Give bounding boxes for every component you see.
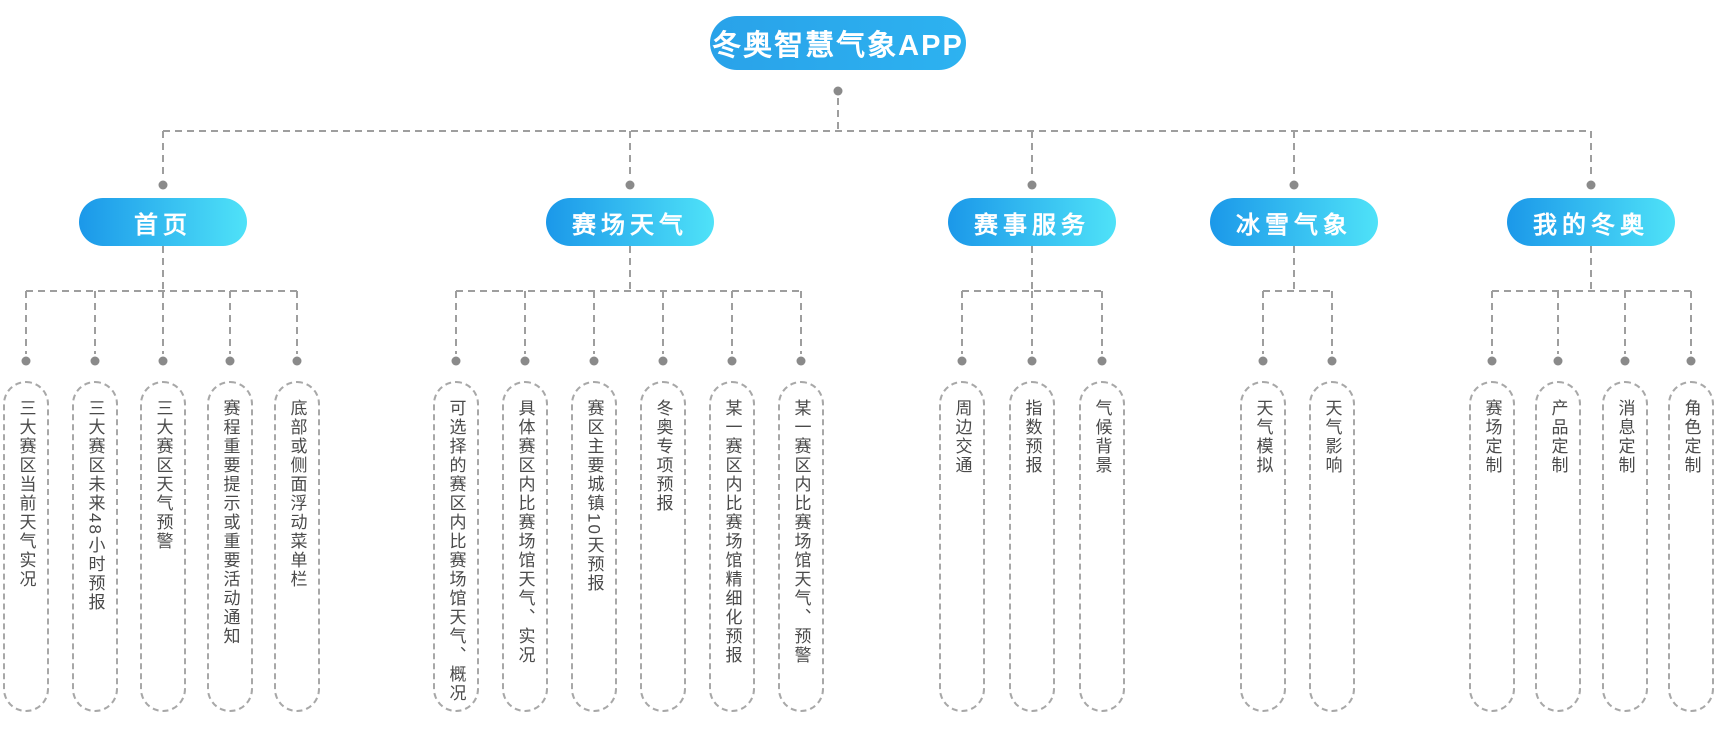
leaf-node-olympics-special-forecast: 冬奥专项预报: [640, 381, 686, 712]
leaf-node-weather-simulation: 天气模拟: [1240, 381, 1286, 712]
leaf-node-weather-warning: 三大赛区天气预警: [140, 381, 186, 712]
leaf-node-climate-background: 气候背景: [1079, 381, 1125, 712]
leaf-node-venue-customization: 赛场定制: [1469, 381, 1515, 712]
leaf-label: 某一赛区内比赛场馆天气、预警: [791, 399, 811, 665]
section-node-ice-snow-weather: 冰雪气象: [1210, 198, 1378, 246]
section-node-venue-weather: 赛场天气: [546, 198, 714, 246]
leaf-node-town-10day-forecast: 赛区主要城镇10天预报: [571, 381, 617, 712]
leaf-label: 周边交通: [952, 399, 972, 475]
leaf-label: 产品定制: [1548, 399, 1568, 475]
leaf-label: 三大赛区未来48小时预报: [85, 399, 105, 612]
leaf-node-role-customization: 角色定制: [1668, 381, 1714, 712]
leaf-label: 三大赛区天气预警: [153, 399, 173, 551]
root-node-label: 冬奥智慧气象APP: [712, 30, 964, 62]
leaf-node-current-weather: 三大赛区当前天气实况: [3, 381, 49, 712]
leaf-node-venue-refined-forecast: 某一赛区内比赛场馆精细化预报: [709, 381, 755, 712]
section-label: 赛事服务: [974, 211, 1090, 239]
section-label: 我的冬奥: [1533, 211, 1649, 239]
leaf-label: 可选择的赛区内比赛场馆天气、概况: [446, 399, 466, 703]
leaf-label: 赛区主要城镇10天预报: [584, 399, 604, 593]
leaf-label: 气候背景: [1092, 399, 1112, 475]
section-node-my-winter-olympics: 我的冬奥: [1507, 198, 1675, 246]
leaf-label: 天气影响: [1322, 399, 1342, 475]
leaf-node-venue-live-weather: 具体赛区内比赛场馆天气、实况: [502, 381, 548, 712]
leaf-label: 底部或侧面浮动菜单栏: [287, 399, 307, 589]
leaf-node-nearby-traffic: 周边交通: [939, 381, 985, 712]
section-label: 冰雪气象: [1236, 211, 1352, 239]
leaf-label: 角色定制: [1681, 399, 1701, 475]
leaf-label: 具体赛区内比赛场馆天气、实况: [515, 399, 535, 665]
leaf-label: 赛场定制: [1482, 399, 1502, 475]
section-node-event-services: 赛事服务: [948, 198, 1116, 246]
leaf-label: 指数预报: [1022, 399, 1042, 475]
leaf-node-index-forecast: 指数预报: [1009, 381, 1055, 712]
leaf-label: 三大赛区当前天气实况: [16, 399, 36, 589]
leaf-label: 天气模拟: [1253, 399, 1273, 475]
leaf-label: 赛程重要提示或重要活动通知: [220, 399, 240, 646]
leaf-node-schedule-notice: 赛程重要提示或重要活动通知: [207, 381, 253, 712]
leaf-label: 某一赛区内比赛场馆精细化预报: [722, 399, 742, 665]
leaf-node-floating-menu: 底部或侧面浮动菜单栏: [274, 381, 320, 712]
root-node-app-title: 冬奥智慧气象APP: [710, 16, 966, 70]
leaf-node-message-customization: 消息定制: [1602, 381, 1648, 712]
leaf-node-weather-impact: 天气影响: [1309, 381, 1355, 712]
leaf-node-venue-weather-warning: 某一赛区内比赛场馆天气、预警: [778, 381, 824, 712]
leaf-label: 消息定制: [1615, 399, 1635, 475]
leaf-node-selectable-venue-overview: 可选择的赛区内比赛场馆天气、概况: [433, 381, 479, 712]
section-node-home: 首页: [79, 198, 247, 246]
section-label: 首页: [134, 211, 192, 239]
leaf-node-product-customization: 产品定制: [1535, 381, 1581, 712]
leaf-node-48h-forecast: 三大赛区未来48小时预报: [72, 381, 118, 712]
leaf-label: 冬奥专项预报: [653, 399, 673, 513]
section-label: 赛场天气: [572, 211, 688, 239]
junction-dots: [21, 86, 1696, 366]
